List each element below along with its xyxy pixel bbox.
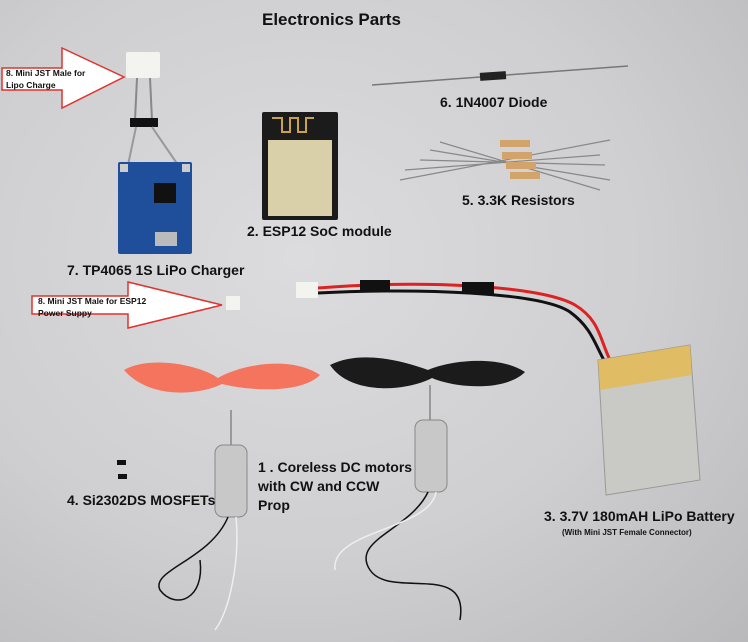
label-line: 8. Mini JST Male for ESP12 [38,296,147,306]
jst-connector-lipo [126,52,179,166]
label-diode: 6. 1N4007 Diode [440,94,548,110]
label-battery: 3. 3.7V 180mAH LiPo Battery [544,508,735,524]
mosfet [118,474,127,479]
label-line: 1 . Coreless DC motors [258,459,413,475]
label-mosfets: 4. Si2302DS MOSFETs [67,492,216,508]
arrow-jst-lipo [1,46,126,110]
label-line: 8. Mini JST Male for [6,68,86,78]
mosfet [117,460,126,465]
label-jst-esp: 8. Mini JST Male for ESP12 Power Suppy [38,295,146,319]
diode [371,65,629,86]
label-line: Prop [258,497,290,513]
label-resistors: 5. 3.3K Resistors [462,192,575,208]
motor-1 [158,410,248,631]
esp12-module [262,112,338,220]
label-line: Power Suppy [38,308,92,318]
label-line: with CW and CCW [258,478,380,494]
black-propeller [330,357,525,389]
lipo-battery [597,344,701,496]
arrow-jst-esp [31,281,223,329]
orange-propeller [124,362,320,393]
tp4065-charger-board [118,162,192,254]
label-jst-lipo: 8. Mini JST Male for Lipo Charge [6,67,85,91]
motor-2 [334,385,462,621]
resistors [399,139,611,191]
label-motors: 1 . Coreless DC motors with CW and CCW P… [258,458,412,515]
page-title: Electronics Parts [262,10,401,29]
label-charger: 7. TP4065 1S LiPo Charger [67,262,245,278]
label-esp12: 2. ESP12 SoC module [247,223,392,239]
label-line: Lipo Charge [6,80,56,90]
label-battery-note: (With Mini JST Female Connector) [562,528,692,537]
battery-wire [226,280,612,363]
